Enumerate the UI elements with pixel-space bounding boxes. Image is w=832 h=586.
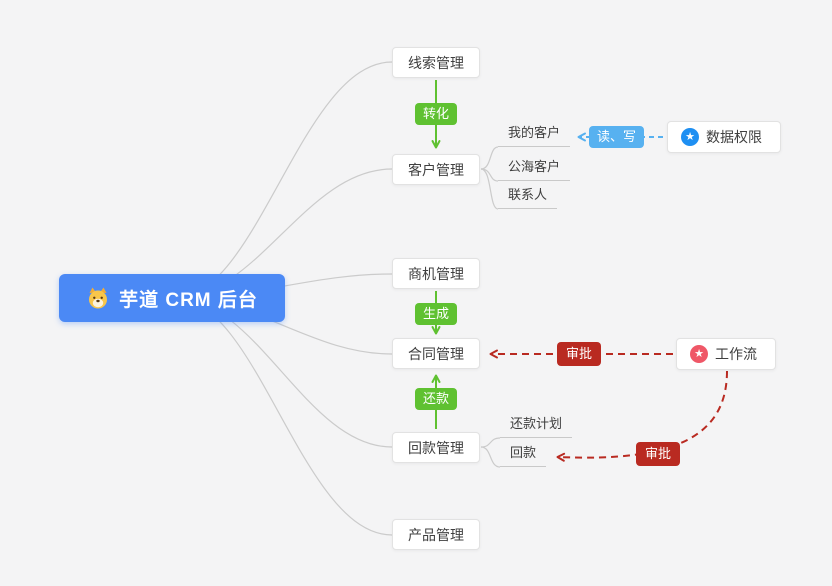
node-payments[interactable]: 回款管理: [392, 432, 480, 463]
node-contracts-label: 合同管理: [408, 345, 464, 362]
node-workflow[interactable]: ★ 工作流: [676, 338, 776, 370]
leaf-contacts[interactable]: 联系人: [498, 186, 558, 209]
node-data-permission-label: 数据权限: [706, 129, 762, 145]
star-icon: ★: [681, 128, 699, 146]
root-node-label: 芋道 CRM 后台: [119, 289, 258, 311]
node-products[interactable]: 产品管理: [392, 519, 480, 550]
node-contracts[interactable]: 合同管理: [392, 338, 480, 369]
edge-label-convert: 转化: [415, 103, 458, 125]
node-leads[interactable]: 线索管理: [392, 47, 480, 78]
node-payments-label: 回款管理: [408, 439, 464, 456]
edge-label-generate: 生成: [415, 303, 458, 325]
edge-label-approve-contract: 审批: [557, 342, 602, 366]
leaf-my-customers[interactable]: 我的客户: [498, 124, 571, 147]
leaf-receipt[interactable]: 回款: [500, 444, 547, 467]
node-customers-label: 客户管理: [408, 161, 464, 178]
node-opportunities[interactable]: 商机管理: [392, 258, 480, 289]
node-products-label: 产品管理: [408, 526, 464, 543]
edge-label-approve-receipt: 审批: [636, 442, 681, 466]
node-workflow-label: 工作流: [715, 346, 757, 362]
leaf-repayment-plan[interactable]: 还款计划: [500, 415, 573, 438]
node-leads-label: 线索管理: [408, 54, 464, 71]
edge-label-repay: 还款: [415, 388, 458, 410]
root-node-crm-backend[interactable]: 芋道 CRM 后台: [59, 274, 285, 322]
node-data-permission[interactable]: ★ 数据权限: [667, 121, 781, 153]
leaf-public-customers[interactable]: 公海客户: [498, 158, 571, 181]
star-icon: ★: [690, 345, 708, 363]
edge-label-read-write: 读、写: [589, 126, 645, 148]
dog-logo-icon: [86, 286, 110, 310]
node-opportunities-label: 商机管理: [408, 265, 464, 282]
node-customers[interactable]: 客户管理: [392, 154, 480, 185]
